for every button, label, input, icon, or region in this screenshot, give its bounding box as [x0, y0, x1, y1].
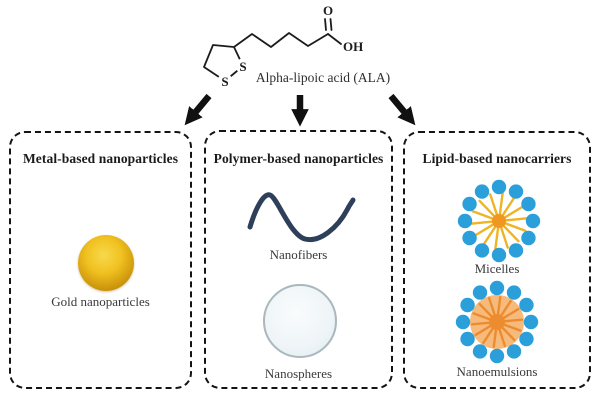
- hydroxyl-atom-label: OH: [343, 39, 363, 54]
- branch-arrows: [184, 93, 416, 127]
- arrow-down-right-icon: [388, 93, 416, 126]
- dithiolane-ring: [203, 44, 244, 82]
- panel-lipid-based-nanocarriers: Lipid-based nanocarriers Micelles Nanoem…: [403, 131, 591, 389]
- sulfur-atom-label: S: [239, 59, 246, 74]
- molecule-name-label: Alpha-lipoic acid (ALA): [256, 70, 390, 85]
- carbon-chain: [233, 32, 329, 48]
- arrow-down-left-icon: [184, 93, 212, 126]
- panel-title: Polymer-based nanoparticles: [213, 151, 384, 166]
- item-label: Gold nanoparticles: [51, 294, 150, 309]
- carbonyl-double-bond-1: [324, 18, 327, 31]
- carbonyl-double-bond-2: [329, 18, 333, 31]
- hydroxyl-bond: [327, 33, 342, 45]
- item-label: Nanofibers: [269, 247, 328, 262]
- sulfur-atom-label: S: [221, 74, 228, 89]
- item-label: Nanoemulsions: [456, 364, 538, 379]
- gold-nanoparticle-graphic: [78, 235, 134, 291]
- panel-title: Lipid-based nanocarriers: [422, 151, 572, 166]
- panel-title: Metal-based nanoparticles: [22, 151, 179, 166]
- oxygen-atom-label: O: [323, 3, 333, 18]
- item-label: Micelles: [474, 261, 520, 276]
- ala-molecule-structure: S S O OH Alpha-lipoic acid (ALA): [184, 3, 416, 127]
- nanosphere-graphic: [263, 284, 337, 358]
- panel-metal-based-nanoparticles: Metal-based nanoparticles Gold nanoparti…: [9, 131, 192, 389]
- molecule-bonds: [203, 18, 342, 82]
- nanofiber-curve: [247, 192, 356, 243]
- micelle-graphic: [457, 179, 541, 263]
- atom-mask: [217, 73, 233, 89]
- nanoemulsion-graphic: [455, 280, 539, 364]
- item-label: Nanospheres: [264, 366, 333, 381]
- atom-mask: [235, 58, 251, 74]
- panel-polymer-based-nanoparticles: Polymer-based nanoparticles Nanofibers N…: [204, 130, 393, 389]
